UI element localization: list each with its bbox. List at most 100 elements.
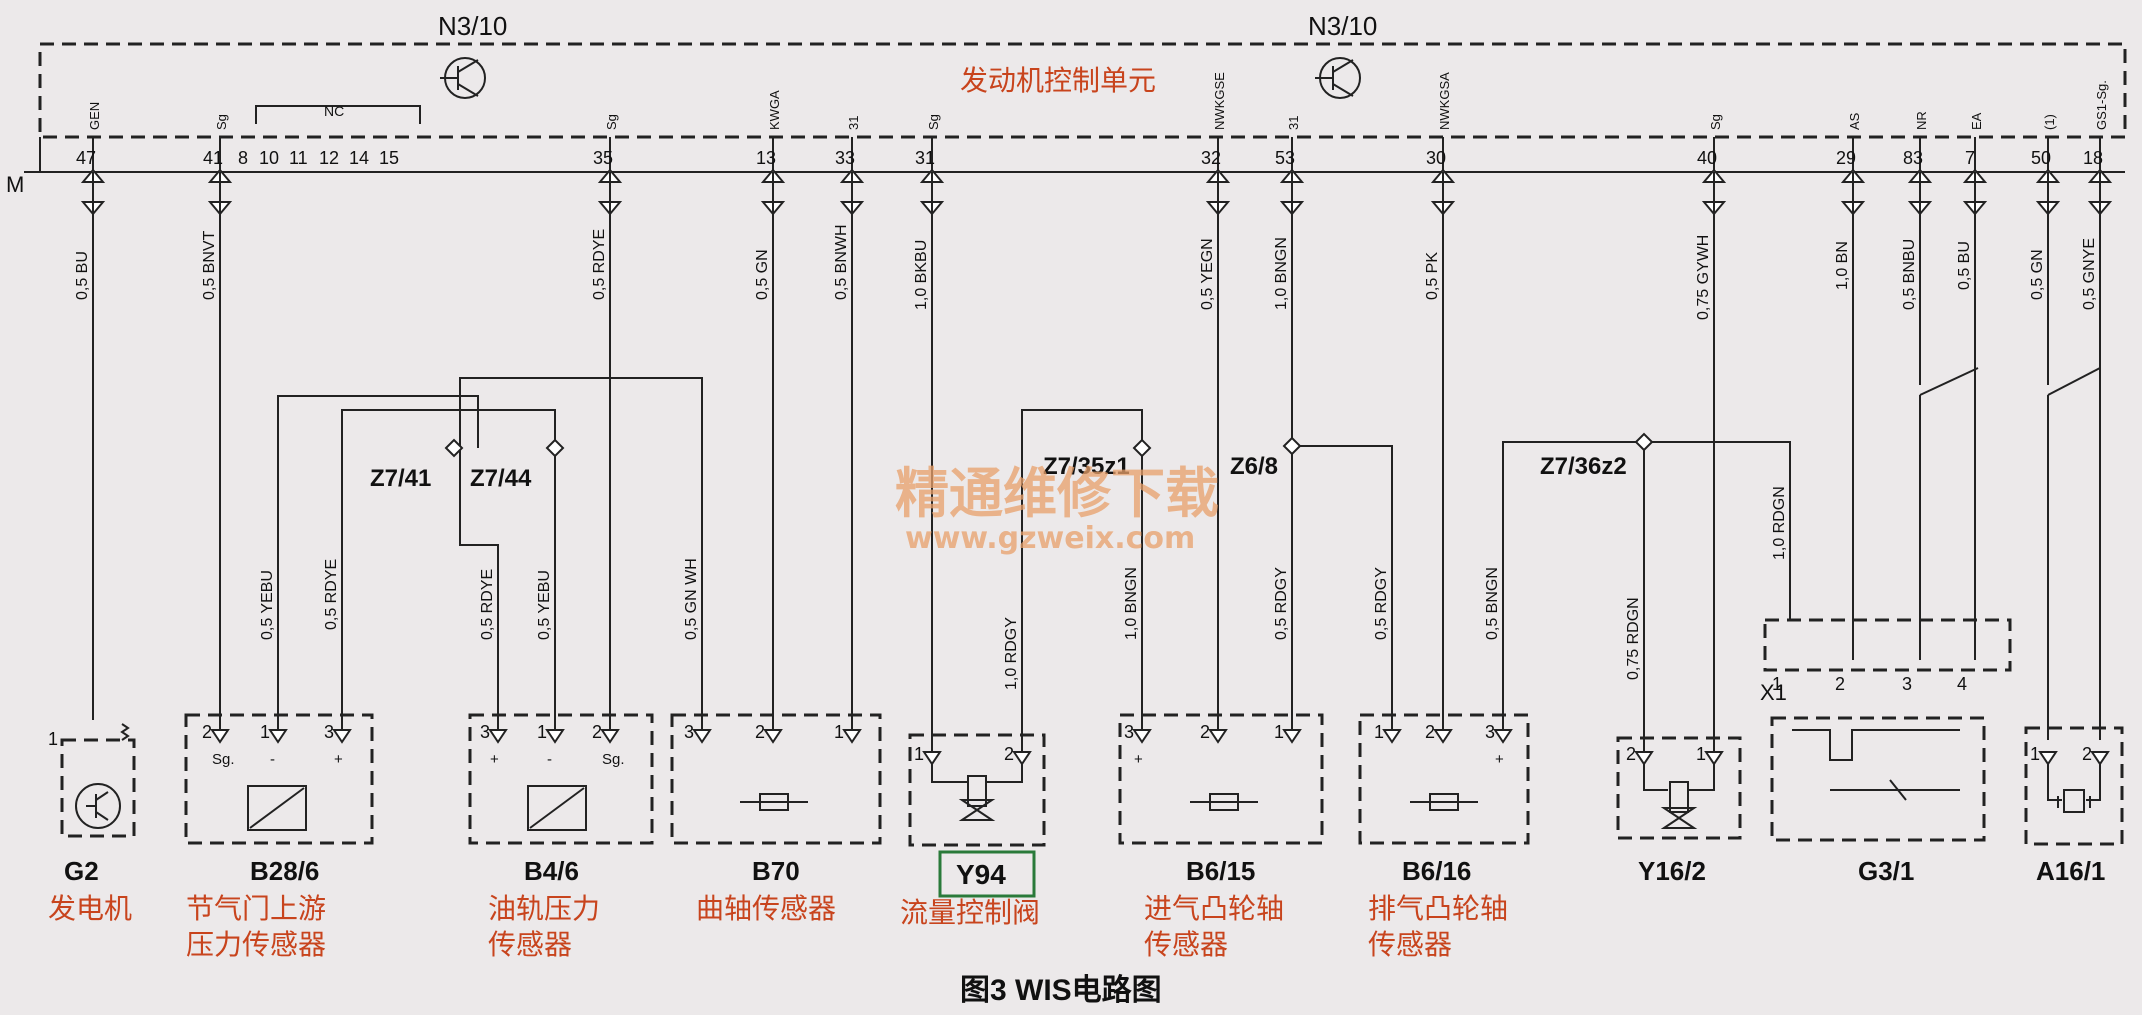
wire-label-w7: 0,5 BU [1956, 241, 1973, 290]
ecu-pin-number: 53 [1275, 148, 1295, 168]
code-b6-16: B6/16 [1402, 856, 1471, 886]
wire-label-wl1: 0,5 YEBU [259, 570, 276, 640]
ecu-pin-number: 40 [1697, 148, 1717, 168]
wire-y94-2 [1021, 409, 1143, 758]
component-pin-number: 2 [592, 722, 602, 742]
ecu-pin-number: 12 [319, 148, 339, 168]
ecu-pin-number: 15 [379, 148, 399, 168]
code-y16-2: Y16/2 [1638, 856, 1706, 886]
component-b4-6 [468, 713, 654, 845]
wire-label-w29: 1,0 BN [1834, 241, 1851, 290]
component-y16-2 [1616, 736, 1742, 840]
component-name-line: 传感器 [1144, 928, 1228, 961]
component-y94 [908, 733, 1046, 898]
knock-sensor-icon [2063, 789, 2085, 813]
watermark-url: www.gzweix.com [905, 521, 1195, 556]
g2-pin-1: 1 [48, 729, 58, 749]
splice-z7-44-icon [545, 438, 565, 458]
wire-label-wl11: 0,75 RDGN [1625, 597, 1642, 680]
x1-label: X1 [1760, 680, 1787, 705]
component-pin-mark: + [334, 751, 343, 768]
ecu-pin-number: 50 [2031, 148, 2051, 168]
generator-icon [75, 783, 121, 829]
wire-label-w33: 0,5 BNWH [833, 224, 850, 300]
component-pin-number: 3 [1902, 674, 1912, 694]
ecu-pin-40: Sg [1701, 114, 1727, 216]
ecu-name: 发动机控制单元 [960, 64, 1156, 97]
splice-label-z6-8: Z6/8 [1230, 453, 1278, 480]
code-b70: B70 [752, 856, 800, 886]
wire-b616-1 [1292, 445, 1393, 738]
component-pin-mark: - [547, 751, 552, 768]
ecu-pin-number: 47 [76, 148, 96, 168]
valve-coil-icon [967, 775, 987, 807]
ecu-code-right: N3/10 [1308, 11, 1377, 41]
splice-label-z7-44: Z7/44 [470, 465, 532, 492]
component-g2: 1 [48, 723, 136, 838]
splice-label-z7-41: Z7/41 [370, 465, 431, 492]
component-pin-mark: - [270, 751, 275, 768]
component-pin-number: 2 [202, 722, 212, 742]
ecu-pin-signal: AS [1847, 112, 1862, 130]
ecu-transistor-icon-right [1315, 57, 1361, 99]
ecu-boundary [38, 42, 2127, 139]
wire-label-wl10: 0,5 BNGN [1484, 567, 1501, 640]
ecu-pin-signal: Sg [214, 114, 229, 130]
code-b6-15: B6/15 [1186, 856, 1255, 886]
code-b4-6: B4/6 [524, 856, 579, 886]
ecu-pin-53: 31 [1279, 116, 1305, 216]
component-pin-number: 1 [2030, 744, 2040, 764]
wire-label-w83: 0,5 BNBU [1901, 239, 1918, 310]
oxygen-sensor-icon [1792, 729, 1960, 761]
ecu-pin-number: 30 [1426, 148, 1446, 168]
component-pin-number: 2 [1835, 674, 1845, 694]
ecu-pin-number: 83 [1903, 148, 1923, 168]
wire-label-w35: 0,5 RDYE [591, 229, 608, 300]
component-b6-16 [1358, 713, 1530, 845]
pressure-sensor-icon [247, 785, 307, 831]
wire-label-w13: 0,5 GN [754, 249, 771, 300]
ecu-pin-number: 10 [259, 148, 279, 168]
wire-label-w53: 1,0 BNGN [1273, 237, 1290, 310]
wire-b28-plus [341, 409, 556, 738]
code-a16-1: A16/1 [2036, 856, 2105, 886]
ecu-pin-number: 18 [2083, 148, 2103, 168]
watermark-cn: 精通维修下载 [895, 462, 1219, 525]
component-pin-number: 1 [1274, 722, 1284, 742]
wire-label-wl3: 0,5 RDYE [479, 569, 496, 640]
wire-label-wl6: 1,0 RDGY [1003, 617, 1020, 690]
component-g3-1 [1770, 716, 1986, 842]
code-b28-6: B28/6 [250, 856, 319, 886]
component-name-line: 发电机 [48, 892, 132, 925]
nc-label: NC [324, 103, 344, 119]
component-b28-6 [184, 713, 374, 845]
ecu-pin-number: 33 [835, 148, 855, 168]
splice-z7-36z2-icon [1634, 432, 1654, 452]
component-pin-number: 2 [755, 722, 765, 742]
splice-label-z7-36z2: Z7/36z2 [1540, 453, 1627, 480]
pressure-sensor-icon [527, 785, 587, 831]
component-pin-number: 2 [1004, 744, 1014, 764]
wire-label-wl7: 1,0 BNGN [1123, 567, 1140, 640]
wire-label-w32: 0,5 YEGN [1199, 238, 1216, 310]
component-a16-1 [2024, 726, 2124, 846]
ecu-pin-signal: GS1-Sg. [2094, 80, 2109, 130]
component-name-line: 曲轴传感器 [696, 892, 836, 925]
component-name-line: 传感器 [1368, 928, 1452, 961]
ecu-pin-number: 11 [289, 148, 308, 168]
ecu-pin-29: AS [1840, 112, 1866, 216]
ecu-pin-signal: NR [1914, 111, 1929, 130]
wire-label-w31: 1,0 BKBU [913, 240, 930, 310]
splice-label-z7-35z1: Z7/35z1 [1043, 453, 1130, 480]
component-pin-number: 4 [1957, 674, 1967, 694]
wire-label-wl8: 0,5 RDGY [1273, 567, 1290, 640]
wire-label-w41: 0,5 BNVT [201, 230, 218, 300]
wire-label-w50: 0,5 GN [2029, 249, 2046, 300]
wire-label-wl12: 1,0 RDGN [1771, 486, 1788, 560]
ecu-pin-signal: Sg [604, 114, 619, 130]
ecu-pin-number: 8 [238, 148, 248, 168]
component-name-line: 传感器 [488, 928, 572, 961]
